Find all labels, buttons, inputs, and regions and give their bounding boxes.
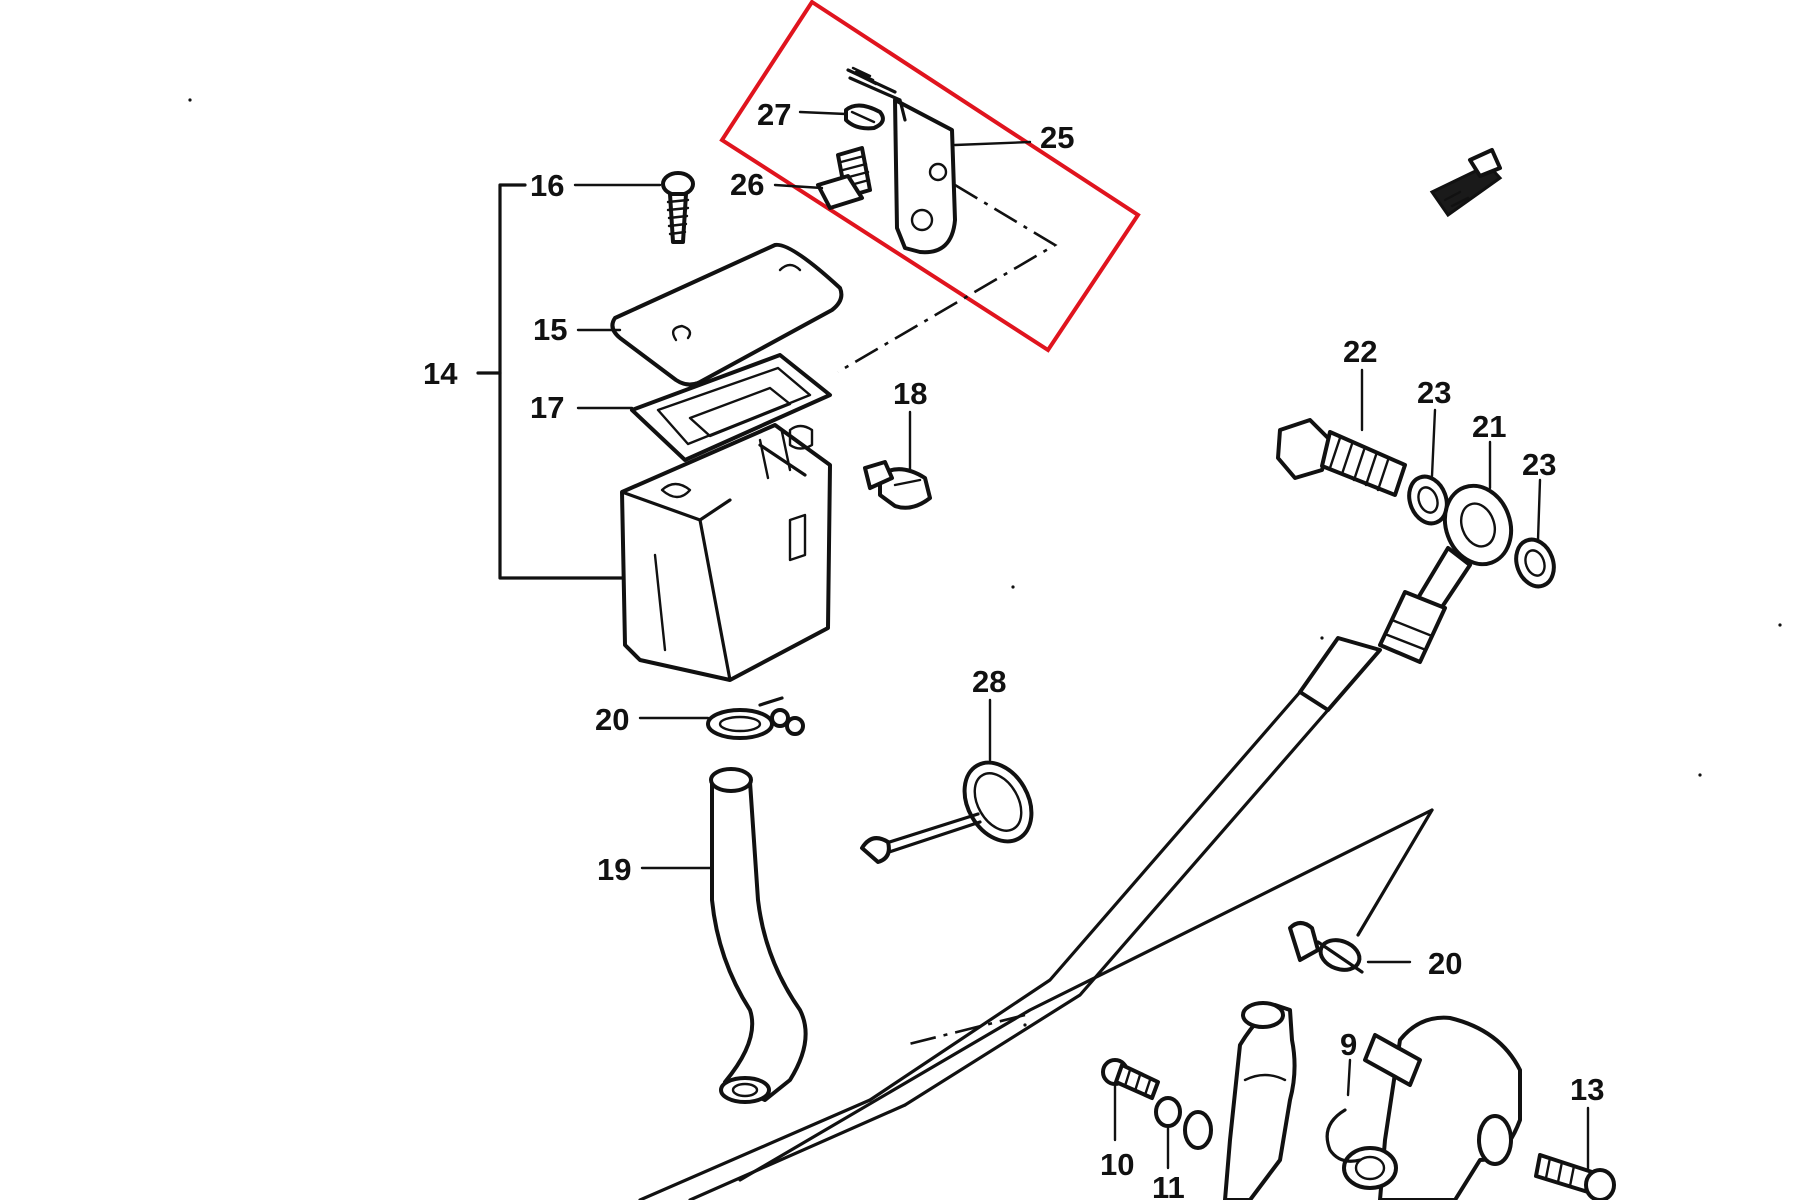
bolt-26-part [816, 146, 872, 210]
callout-18: 18 [893, 376, 927, 411]
callout-9: 9 [1340, 1027, 1357, 1062]
hose-19-part [709, 767, 808, 1104]
callout-27: 27 [757, 97, 791, 132]
screw-18-part [863, 460, 932, 510]
banjo-bolt-22-part [1276, 418, 1407, 497]
dash-line-lower [904, 1013, 1026, 1047]
washer-23b-hole [1524, 549, 1546, 577]
clip-27-part [844, 103, 885, 131]
callout-23b: 23 [1522, 447, 1556, 482]
callout-22: 22 [1343, 334, 1377, 369]
callout-labels: 27 25 26 16 15 14 17 18 22 23 21 23 20 2… [423, 97, 1604, 1200]
callout-21: 21 [1472, 409, 1506, 444]
callout-28: 28 [972, 664, 1006, 699]
screw-13-part [1534, 1153, 1616, 1200]
washer-11-part [1183, 1110, 1213, 1150]
master-cylinder-lower-part [1223, 1001, 1522, 1200]
callout-13: 13 [1570, 1072, 1604, 1107]
group-bracket-14 [498, 183, 624, 580]
washer-23b-part [1514, 537, 1556, 589]
oring-28-part [860, 760, 1034, 864]
callout-20b: 20 [1428, 946, 1462, 981]
hose-line-lower-2 [1356, 808, 1434, 937]
callout-10: 10 [1100, 1147, 1134, 1182]
scan-specks [188, 98, 1782, 1027]
gasket-17-part [630, 353, 832, 462]
callout-26: 26 [730, 167, 764, 202]
cap-15-part [610, 242, 844, 387]
nut-11-part [1154, 1096, 1182, 1128]
bracket-part [846, 66, 957, 255]
circlip-9-part [1325, 1108, 1362, 1163]
highlight-box [719, 0, 1141, 353]
hose-clamp-20a-part [706, 696, 805, 740]
callout-23a: 23 [1417, 375, 1451, 410]
small-fitting-part [1429, 148, 1503, 218]
washer-23a-part [1407, 474, 1449, 526]
callout-17: 17 [530, 390, 564, 425]
screw-10-part [1101, 1058, 1160, 1100]
leader-lines [573, 110, 1590, 1172]
hose-line-lower [738, 808, 1434, 1182]
callout-19: 19 [597, 852, 631, 887]
callout-16: 16 [530, 168, 564, 203]
callout-20a: 20 [595, 702, 629, 737]
callout-11: 11 [1152, 1170, 1185, 1200]
banjo-hose-21-part [638, 483, 1514, 1200]
callout-15: 15 [533, 312, 567, 347]
reservoir-body-part [620, 423, 832, 682]
screw-16-part [661, 171, 695, 244]
callout-14: 14 [423, 356, 458, 391]
dash-line-bracket [837, 183, 1058, 374]
hose-clamp-20b-part [1288, 921, 1364, 974]
washer-23a-hole [1417, 486, 1439, 514]
callout-25: 25 [1040, 120, 1074, 155]
